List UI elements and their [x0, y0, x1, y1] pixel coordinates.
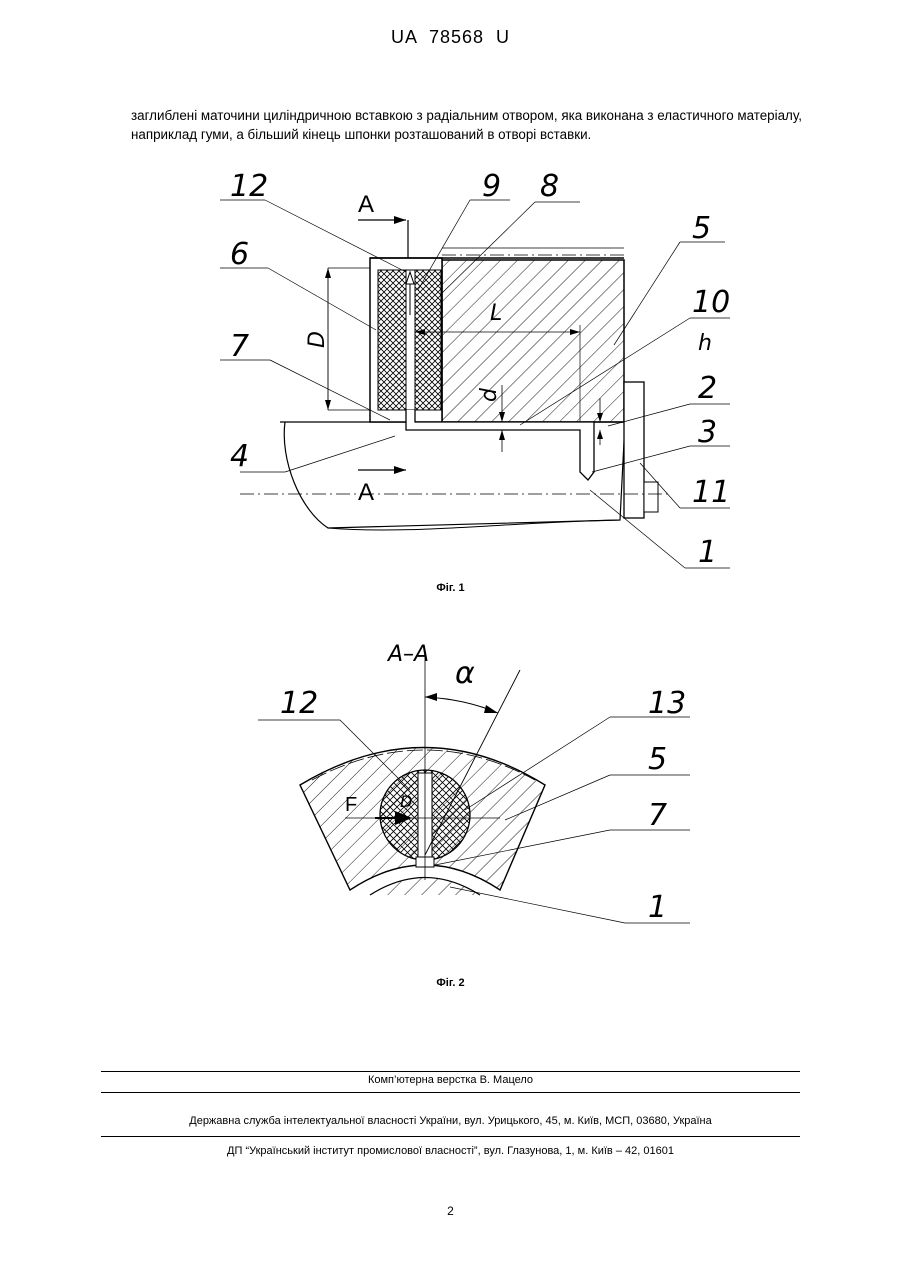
fig1-label-A-bottom: A: [358, 479, 374, 506]
fig1-label-12: 12: [230, 169, 268, 204]
fig1-label-h: h: [698, 331, 712, 356]
layout-credit: Комп’ютерна верстка В. Мацело: [0, 1074, 901, 1086]
fig1-label-4: 4: [230, 439, 249, 474]
figure-1-caption: Фіг. 1: [0, 582, 901, 594]
fig1-label-2: 2: [698, 371, 717, 406]
institute-address: ДП “Український інститут промислової вла…: [0, 1145, 901, 1157]
fig1-label-d: d: [477, 387, 502, 402]
footer-divider-3: [101, 1136, 800, 1137]
fig2-label-D: D: [400, 792, 412, 811]
agency-address: Державна служба інтелектуальної власност…: [0, 1115, 901, 1127]
fig2-section-label: A–A: [386, 642, 429, 667]
fig1-label-8: 8: [540, 169, 559, 204]
footer-divider-1: [101, 1071, 800, 1072]
fig2-label-5: 5: [648, 742, 667, 777]
fig2-label-12: 12: [280, 686, 318, 721]
fig1-label-1: 1: [698, 535, 717, 570]
footer-divider-2: [101, 1092, 800, 1093]
fig2-label-1: 1: [648, 890, 667, 925]
figure-1-drawing: 12 A 9 8 5 6 10 h 7 2 3 4 A 11 1 D L d: [210, 160, 750, 580]
fig1-label-7: 7: [230, 329, 249, 364]
fig1-label-A-top: A: [358, 191, 374, 218]
fig1-label-D: D: [305, 331, 330, 348]
patent-number-header: UA 78568 U: [0, 27, 901, 48]
fig1-label-9: 9: [482, 169, 501, 204]
fig1-label-3: 3: [698, 415, 717, 450]
fig1-label-L: L: [490, 301, 502, 326]
fig1-label-6: 6: [230, 237, 249, 272]
fig1-label-5: 5: [692, 211, 711, 246]
figure-2-caption: Фіг. 2: [0, 977, 901, 989]
fig2-label-F: F: [345, 794, 357, 816]
fig2-label-13: 13: [648, 686, 686, 721]
fig1-label-11: 11: [692, 475, 730, 510]
fig2-label-7: 7: [648, 798, 667, 833]
fig1-label-10: 10: [692, 285, 730, 320]
fig2-label-alpha: α: [455, 656, 475, 691]
page-number: 2: [0, 1204, 901, 1218]
body-paragraph: заглиблені маточини циліндричною вставко…: [131, 106, 831, 144]
figure-2-drawing: A–A α 12 13 5 7 1 F D: [250, 625, 710, 955]
